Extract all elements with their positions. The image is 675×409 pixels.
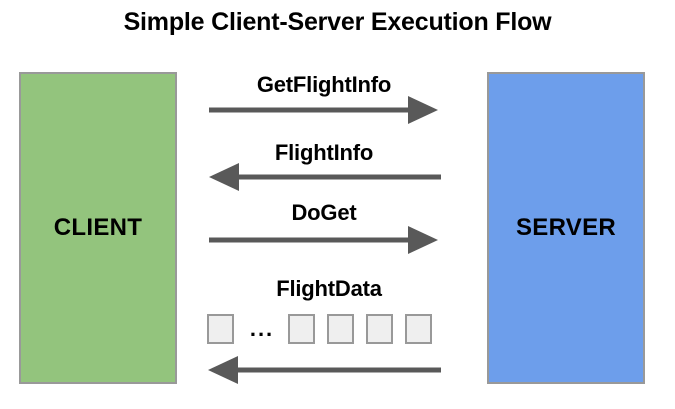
client-actor-box[interactable]: CLIENT — [19, 72, 177, 384]
message-label-getflightinfo: GetFlightInfo — [256, 72, 392, 97]
data-packet — [366, 314, 393, 344]
data-packet — [288, 314, 315, 344]
arrow-getflightinfo — [209, 96, 438, 124]
server-actor-label: SERVER — [515, 214, 617, 241]
data-packet — [207, 314, 234, 344]
message-label-flightinfo: FlightInfo — [274, 140, 374, 165]
arrow-flightinfo — [209, 163, 441, 191]
arrow-doget — [209, 226, 438, 254]
data-packet — [327, 314, 354, 344]
server-actor-box[interactable]: SERVER — [487, 72, 645, 384]
data-packet — [405, 314, 432, 344]
page-title: Simple Client-Server Execution Flow — [123, 8, 552, 36]
client-actor-label: CLIENT — [53, 214, 143, 241]
arrow-flightdata — [208, 356, 441, 384]
message-label-doget: DoGet — [291, 200, 357, 225]
message-label-flightdata: FlightData — [276, 276, 382, 301]
data-packet-ellipsis: ... — [249, 316, 275, 341]
